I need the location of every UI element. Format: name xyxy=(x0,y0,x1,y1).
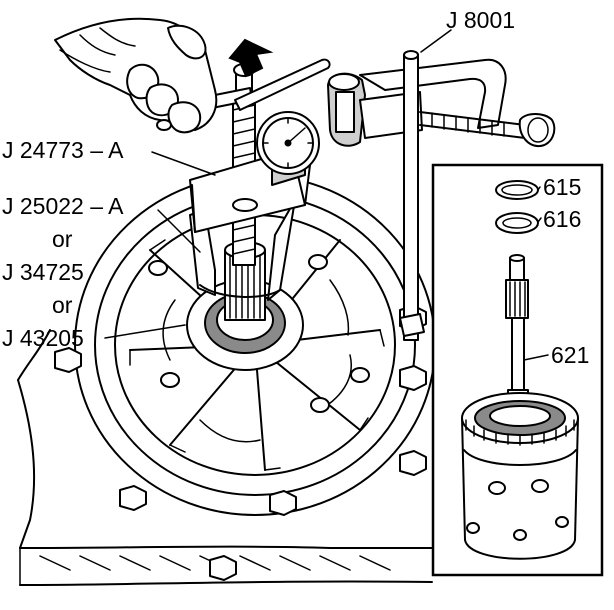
center-hub xyxy=(186,241,304,371)
label-j8001: J 8001 xyxy=(446,7,515,33)
t-handle xyxy=(156,58,331,131)
dial-indicator xyxy=(256,111,320,186)
clutch-housing xyxy=(461,392,579,560)
pull-direction-arrow xyxy=(228,38,274,78)
hand xyxy=(54,17,218,134)
label-j34725: J 34725 xyxy=(2,259,84,285)
washer-616 xyxy=(495,212,539,234)
clamp-fixture xyxy=(327,50,556,341)
label-or-2: or xyxy=(52,292,73,318)
label-j24773: J 24773 – A xyxy=(2,137,124,163)
label-j43205: J 43205 xyxy=(2,325,84,351)
label-615: 615 xyxy=(543,174,581,200)
label-621: 621 xyxy=(551,342,589,368)
leader-lines xyxy=(104,29,549,361)
snap-ring-615 xyxy=(495,180,539,200)
label-616: 616 xyxy=(543,206,581,232)
label-or-1: or xyxy=(52,226,73,252)
inset-panel xyxy=(431,163,604,577)
label-j25022: J 25022 – A xyxy=(2,193,124,219)
callout-labels: J 8001 J 24773 – A J 25022 – A or J 3472… xyxy=(2,7,589,368)
